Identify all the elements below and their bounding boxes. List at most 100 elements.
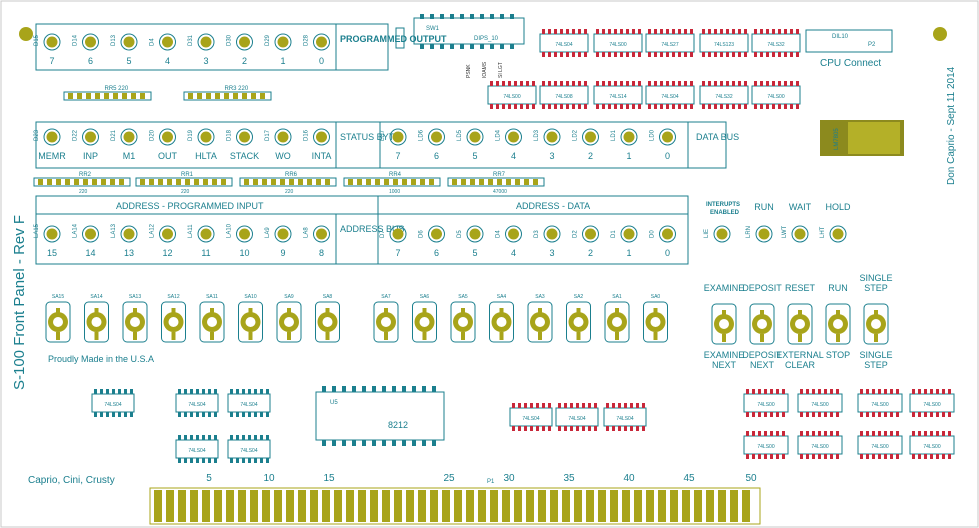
ic-top-4 <box>751 33 801 53</box>
db-led-6-ring <box>620 128 638 146</box>
db-led-3-ref: LD4 <box>496 129 502 141</box>
dip-switch-part: DIPS_10 <box>474 36 499 42</box>
data-switch-5-outline <box>566 301 591 343</box>
ic-bottom-1-part: 74LS04 <box>188 402 205 408</box>
status-byte-leds: D23MEMRD22INPD21M1D20OUTD19HLTAD18STACKD… <box>34 128 331 161</box>
sb-led-0-label: MEMR <box>38 151 66 161</box>
connector-finger <box>358 490 366 522</box>
data-switch-6-ref: SA1 <box>612 294 622 300</box>
data-switch-2-outline <box>450 301 476 343</box>
al-led-3-ring <box>505 225 522 243</box>
connector-finger <box>466 490 474 522</box>
mount-hole-right <box>933 27 947 41</box>
control-bottom-label-3: STOP <box>826 350 850 360</box>
po-led-0-ring <box>43 33 61 51</box>
connector-finger <box>346 490 354 522</box>
address-bus-label: ADDRESS BUS <box>340 224 405 234</box>
connector-number-1: 10 <box>263 473 275 484</box>
ah-led-7-ref: LA8 <box>304 227 310 238</box>
data-switch-4-ref: SA3 <box>535 294 545 300</box>
address-switch-3-outline <box>161 301 186 343</box>
dip-label-0: PSNK <box>466 64 472 78</box>
status-byte-label: STATUS BYTE <box>340 132 400 142</box>
connector-number-7: 45 <box>683 473 695 484</box>
control-top-label-1: DEPOSIT <box>742 283 782 293</box>
sb-led-3-ref: D20 <box>150 129 156 141</box>
al-led-3-label: 4 <box>511 248 516 258</box>
ic-mid-1-part: 74LS08 <box>555 94 572 100</box>
po-led-2-ref: D13 <box>111 34 117 46</box>
status-light-2 <box>794 228 806 240</box>
ic-u5-ref: U5 <box>330 400 338 406</box>
ah-led-3-label: 12 <box>162 248 172 258</box>
al-led-4-ref: D3 <box>534 230 540 238</box>
po-led-2 <box>123 36 135 48</box>
data-switch-2-ref: SA5 <box>458 294 468 300</box>
po-led-6-ring <box>274 33 292 51</box>
cpu-connect-label: CPU Connect <box>820 58 881 69</box>
ic-bottom-7-part: 74LS04 <box>616 416 633 422</box>
address-switch-2-outline <box>122 301 148 343</box>
ic-mid-4-part: 74LS32 <box>715 94 732 100</box>
control-switch-2-outline <box>787 303 813 345</box>
data-switch-1-ref: SA6 <box>420 294 430 300</box>
ic-bottom-3-part: 74LS04 <box>188 448 205 454</box>
al-led-7-label: 0 <box>665 248 670 258</box>
sb-led-6-ring <box>274 128 292 146</box>
connector-finger <box>250 490 258 522</box>
rn-rr5-ref: RR5 220 <box>105 86 129 92</box>
control-switch-1-outline <box>749 303 775 345</box>
rn-rr2-value: 220 <box>79 189 88 195</box>
ah-led-3-ref: LA12 <box>150 223 156 238</box>
db-led-1-label: 6 <box>434 151 439 161</box>
status-light-0 <box>716 228 728 240</box>
ic-right-0-part: 74LS00 <box>757 402 774 408</box>
regulator-part: LM7805 <box>834 128 840 150</box>
data-switch-0-outline <box>373 301 399 343</box>
status-light-1-ref: LRN <box>746 226 752 238</box>
po-led-2-ring <box>120 33 138 51</box>
ic-bottom-0-part: 74LS04 <box>104 402 121 408</box>
ah-led-4-ref: LA11 <box>188 224 194 238</box>
control-bottom-label-2a: EXTERNAL <box>776 350 824 360</box>
programmed-output-label: PROGRAMMED OUTPUT <box>340 34 447 44</box>
sb-led-6-label: WO <box>275 151 291 161</box>
connector-finger <box>334 490 342 522</box>
al-led-1-ref: D6 <box>419 230 425 238</box>
connector-finger <box>718 490 726 522</box>
al-led-2 <box>469 228 481 240</box>
board-author: Don Caprio - Sept 11 2014 <box>946 66 957 185</box>
connector-finger <box>598 490 606 522</box>
ah-led-7-label: 8 <box>319 248 324 258</box>
ic-top-0-part: 74LS04 <box>555 42 572 48</box>
connector-finger <box>526 490 534 522</box>
connector-finger <box>670 490 678 522</box>
dip-switch[interactable] <box>413 17 525 45</box>
ic-right-6-part: 74LS00 <box>871 444 888 450</box>
rn-rr6 <box>239 177 337 187</box>
credits-label: Caprio, Cini, Crusty <box>28 475 115 486</box>
ah-led-0-label: 15 <box>47 248 57 258</box>
sb-led-5 <box>239 131 250 143</box>
po-led-7-ring <box>313 33 330 51</box>
address-switch-4-ref: SA11 <box>206 294 218 300</box>
ic-top-4-part: 74LS32 <box>767 42 784 48</box>
connector-finger <box>646 490 654 522</box>
sb-led-2-label: M1 <box>123 151 136 161</box>
ic-right-5-part: 74LS00 <box>811 444 828 450</box>
sb-led-6 <box>277 131 289 143</box>
control-top-label-0: EXAMINE <box>704 283 745 293</box>
sb-led-4-ring <box>197 128 215 146</box>
db-led-0 <box>392 131 404 143</box>
data-switch-6-outline <box>604 301 630 343</box>
po-led-3 <box>162 36 173 48</box>
status-light-3-ref: LHT <box>820 226 826 238</box>
dip-label-1: IOAMS <box>482 61 488 78</box>
connector-finger <box>202 490 210 522</box>
connector-finger <box>238 490 246 522</box>
connector-finger <box>550 490 558 522</box>
connector-finger <box>190 490 198 522</box>
